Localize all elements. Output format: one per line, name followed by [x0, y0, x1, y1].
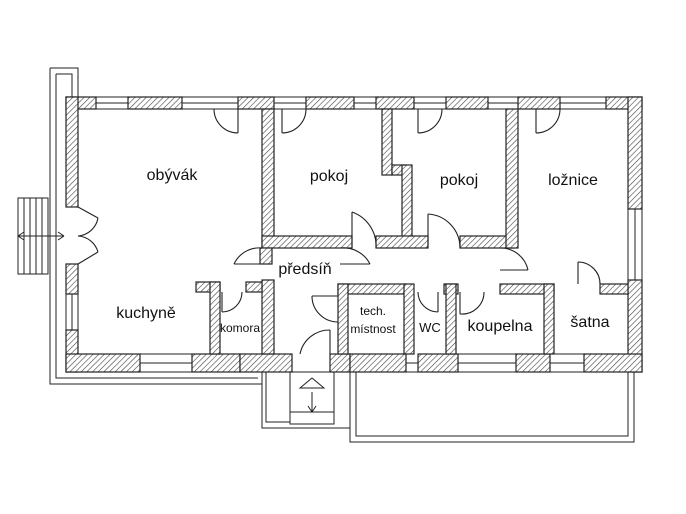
double-arrow-icon — [17, 231, 65, 241]
label-tech-2: místnost — [350, 322, 396, 336]
door-predsin-right — [339, 247, 371, 265]
interior-walls — [195, 108, 629, 355]
doors — [77, 108, 601, 355]
wall-int-o — [337, 283, 349, 355]
label-satna: šatna — [570, 314, 609, 331]
label-loznice: ložnice — [548, 172, 598, 189]
wall-int-e — [401, 164, 413, 246]
door-main-entrance — [299, 329, 331, 355]
label-tech-1: tech. — [360, 304, 386, 318]
wall-top-2 — [127, 96, 183, 110]
door-loznice-corridor — [499, 247, 529, 271]
label-obyvak: obývák — [147, 167, 199, 184]
wall-bottom-8 — [583, 353, 643, 373]
wall-left-2 — [65, 263, 79, 295]
wall-bottom-3 — [239, 353, 293, 373]
door-pokoj1 — [351, 211, 377, 249]
label-predsin: předsíň — [278, 261, 331, 278]
door-satna — [577, 261, 601, 285]
label-wc: WC — [419, 320, 441, 335]
door-loznice-top — [535, 108, 561, 134]
wall-int-p — [403, 283, 415, 355]
door-pokoj1-top — [281, 108, 307, 134]
label-pokoj-left: pokoj — [310, 168, 348, 185]
label-pokoj-right: pokoj — [440, 172, 478, 189]
wall-bottom-5 — [349, 353, 407, 373]
wall-int-r — [445, 283, 457, 355]
label-kuchyne: kuchyně — [116, 305, 176, 322]
door-wc — [417, 291, 439, 313]
wall-int-t — [543, 283, 555, 355]
room-labels: obývák pokoj pokoj ložnice předsíň kuchy… — [116, 167, 609, 336]
wall-right-1 — [627, 96, 643, 210]
wall-bottom-4 — [329, 353, 351, 373]
wall-int-b — [261, 235, 353, 249]
door-tech — [311, 295, 339, 323]
label-komora: komora — [220, 321, 260, 335]
wall-int-h — [505, 108, 519, 249]
door-komora — [221, 291, 243, 313]
wall-int-f — [375, 235, 429, 249]
wall-int-l — [209, 281, 221, 355]
door-obyvak-top — [213, 108, 239, 134]
door-entrance-left — [77, 206, 99, 265]
wall-top-6 — [445, 96, 489, 110]
wall-left-1 — [65, 96, 79, 208]
exterior-lines — [17, 67, 635, 443]
wall-top-5 — [375, 96, 415, 110]
wall-int-m — [245, 281, 263, 293]
wall-bottom-1 — [65, 353, 141, 373]
wall-int-a — [261, 108, 275, 248]
wall-int-i — [259, 247, 273, 265]
wall-int-c — [381, 108, 393, 176]
wall-top-3 — [237, 96, 275, 110]
wall-bottom-2 — [191, 353, 241, 373]
door-pokoj2-top — [417, 108, 443, 134]
wall-top-7 — [517, 96, 561, 110]
wall-top-4 — [305, 96, 355, 110]
wall-int-j — [261, 279, 275, 355]
wall-bottom-6 — [417, 353, 459, 373]
entrance-triangle-icon — [298, 377, 326, 389]
windows — [65, 96, 643, 373]
wall-int-u — [599, 283, 629, 295]
label-koupelna: koupelna — [468, 318, 533, 335]
door-koupelna — [459, 291, 485, 315]
door-pokoj2 — [427, 213, 461, 249]
door-obyvak-predsin — [233, 247, 263, 265]
wall-bottom-7 — [515, 353, 551, 373]
